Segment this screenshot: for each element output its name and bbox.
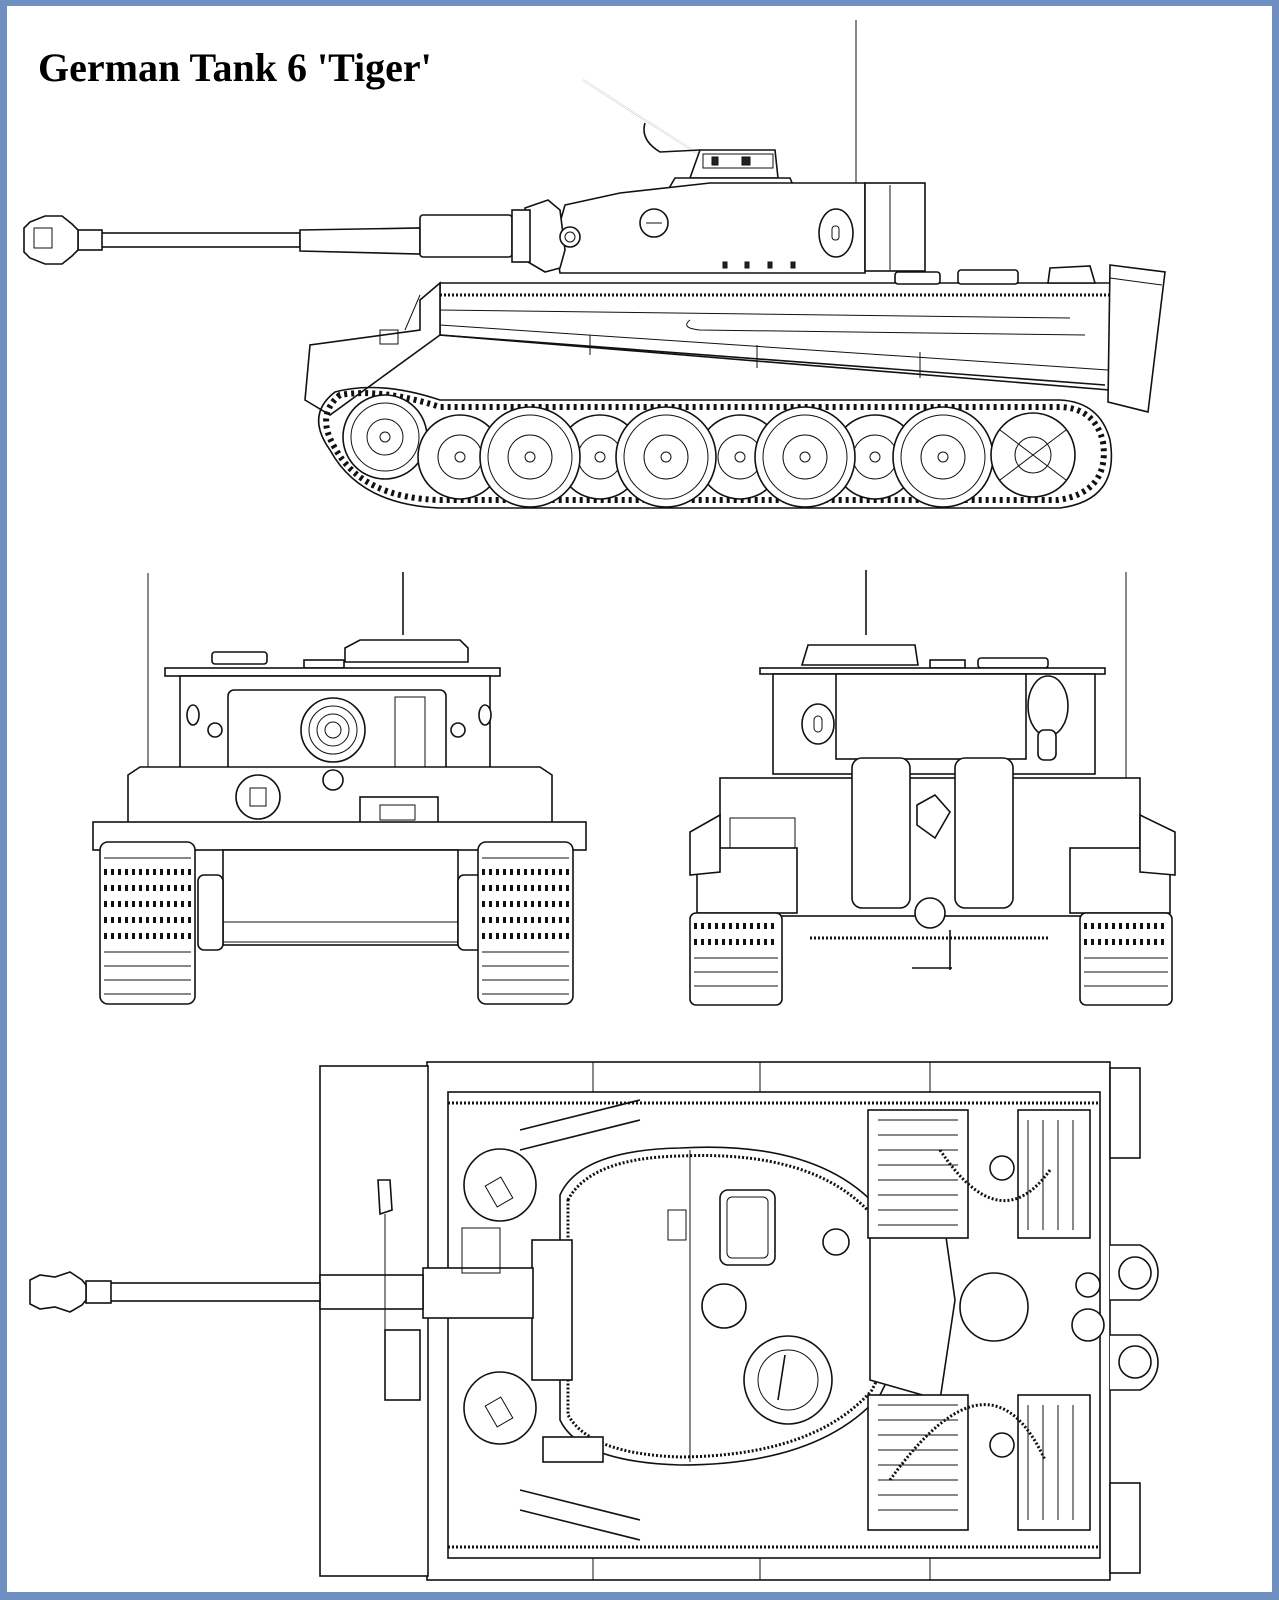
- turret: [554, 182, 926, 274]
- side-view-drawing: [23, 20, 1166, 509]
- fan-cover: [959, 1272, 1029, 1342]
- turret-roof: [164, 639, 501, 677]
- lower-hull: [197, 849, 484, 951]
- main-gun-88mm: [23, 209, 531, 265]
- commander-cupola-plan: [743, 1335, 833, 1425]
- stowed-tools: [377, 1099, 641, 1541]
- driver-hatch: [463, 1148, 537, 1222]
- drawing-title: German Tank 6 'Tiger': [38, 45, 432, 90]
- engine-deck: [867, 1109, 1105, 1531]
- hull-rear: [689, 757, 1176, 970]
- road-wheels: [417, 406, 994, 508]
- right-exhaust: [954, 757, 1014, 909]
- turret-rear: [772, 673, 1096, 775]
- front-deck: [319, 1065, 429, 1577]
- front-hull: [304, 281, 441, 416]
- drive-sprocket: [342, 394, 428, 480]
- front-view-drawing: [92, 572, 587, 1005]
- rear-stowage-bin: [1107, 264, 1166, 413]
- idler-wheel: [990, 412, 1076, 498]
- main-gun-plan: [29, 1239, 573, 1381]
- left-exhaust: [851, 757, 911, 909]
- left-track-front: [99, 841, 196, 1005]
- loader-hatch: [719, 1189, 776, 1266]
- right-track-front: [477, 841, 574, 1005]
- left-track-rear: [689, 912, 783, 1006]
- rear-view-drawing: [689, 570, 1176, 1006]
- exhaust-mufflers: [1110, 1244, 1159, 1391]
- track: [317, 386, 1113, 509]
- radio-operator-hatch: [463, 1371, 537, 1445]
- gun-mantlet: [524, 199, 581, 273]
- right-track-rear: [1079, 912, 1173, 1006]
- turret-plan: [559, 1146, 956, 1466]
